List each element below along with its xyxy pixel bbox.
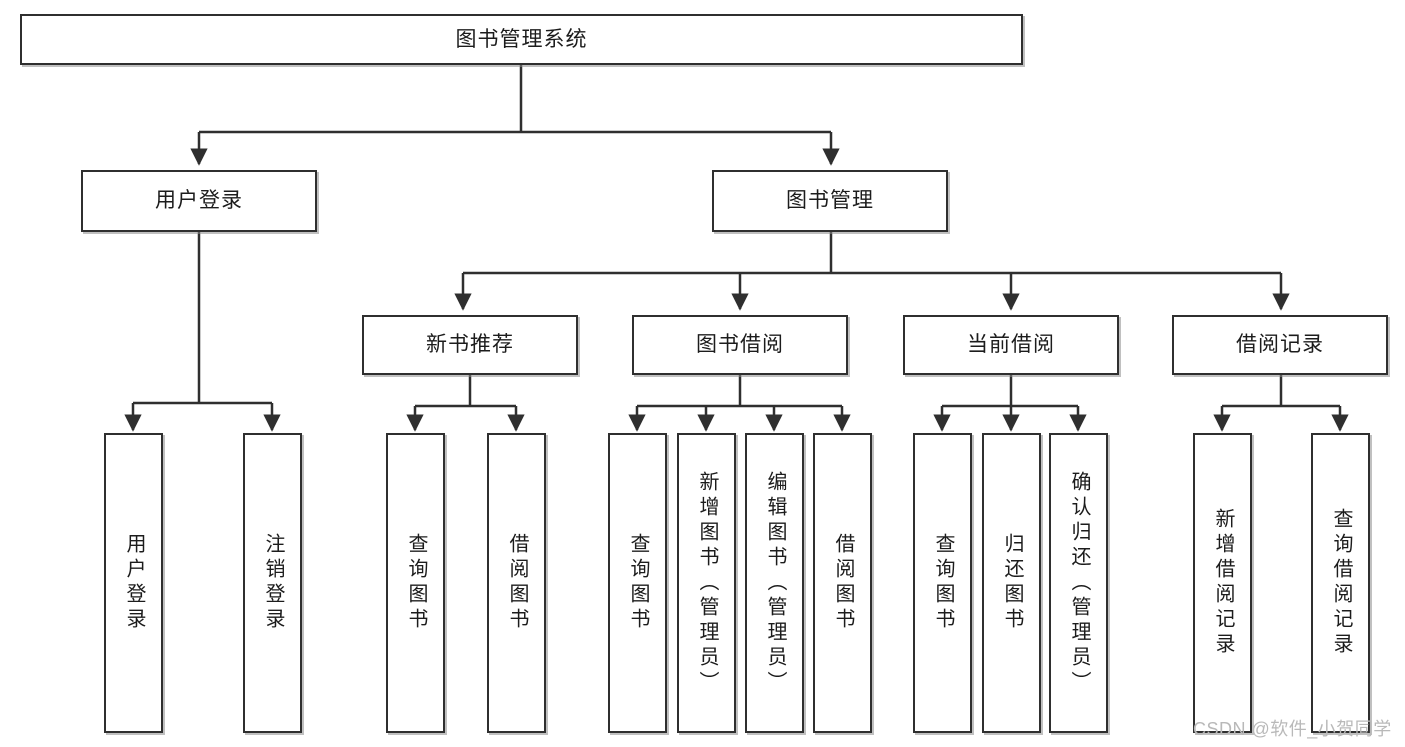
- node-label: 新增图书（管理员）: [696, 470, 718, 696]
- node-leaf-add-record[interactable]: 新增借阅记录: [1193, 433, 1252, 733]
- node-leaf-borrow-book-2[interactable]: 借阅图书: [813, 433, 872, 733]
- node-current-borrow[interactable]: 当前借阅: [903, 315, 1119, 375]
- node-label: 借阅图书: [506, 533, 528, 633]
- node-label: 新书推荐: [426, 333, 514, 357]
- node-label: 查询图书: [405, 533, 427, 633]
- node-leaf-query-book-1[interactable]: 查询图书: [386, 433, 445, 733]
- node-label: 图书借阅: [696, 333, 784, 357]
- node-label: 用户登录: [123, 533, 145, 633]
- node-borrow-record[interactable]: 借阅记录: [1172, 315, 1388, 375]
- node-leaf-user-login[interactable]: 用户登录: [104, 433, 163, 733]
- node-user-login[interactable]: 用户登录: [81, 170, 317, 232]
- node-label: 查询图书: [627, 533, 649, 633]
- node-leaf-query-book-3[interactable]: 查询图书: [913, 433, 972, 733]
- node-leaf-query-book-2[interactable]: 查询图书: [608, 433, 667, 733]
- node-book-borrow[interactable]: 图书借阅: [632, 315, 848, 375]
- node-leaf-query-record[interactable]: 查询借阅记录: [1311, 433, 1370, 733]
- csdn-watermark: CSDN @软件_小贺同学: [1193, 719, 1392, 739]
- node-label: 编辑图书（管理员）: [764, 470, 786, 696]
- node-label: 确认归还（管理员）: [1068, 470, 1090, 696]
- node-label: 新增借阅记录: [1212, 508, 1234, 658]
- node-label: 归还图书: [1001, 533, 1023, 633]
- node-leaf-edit-book[interactable]: 编辑图书（管理员）: [745, 433, 804, 733]
- node-leaf-user-logout[interactable]: 注销登录: [243, 433, 302, 733]
- node-label: 注销登录: [262, 533, 284, 633]
- node-root-system[interactable]: 图书管理系统: [20, 14, 1023, 65]
- node-label: 当前借阅: [967, 333, 1055, 357]
- node-label: 图书管理: [786, 189, 874, 213]
- node-leaf-add-book[interactable]: 新增图书（管理员）: [677, 433, 736, 733]
- node-new-book-recommend[interactable]: 新书推荐: [362, 315, 578, 375]
- node-label: 借阅记录: [1236, 333, 1324, 357]
- node-label: 用户登录: [155, 189, 243, 213]
- node-leaf-borrow-book-1[interactable]: 借阅图书: [487, 433, 546, 733]
- node-label: 图书管理系统: [455, 27, 588, 51]
- node-label: 查询图书: [932, 533, 954, 633]
- node-book-manage[interactable]: 图书管理: [712, 170, 948, 232]
- node-leaf-confirm-return[interactable]: 确认归还（管理员）: [1049, 433, 1108, 733]
- node-leaf-return-book[interactable]: 归还图书: [982, 433, 1041, 733]
- node-label: 查询借阅记录: [1330, 508, 1352, 658]
- node-label: 借阅图书: [832, 533, 854, 633]
